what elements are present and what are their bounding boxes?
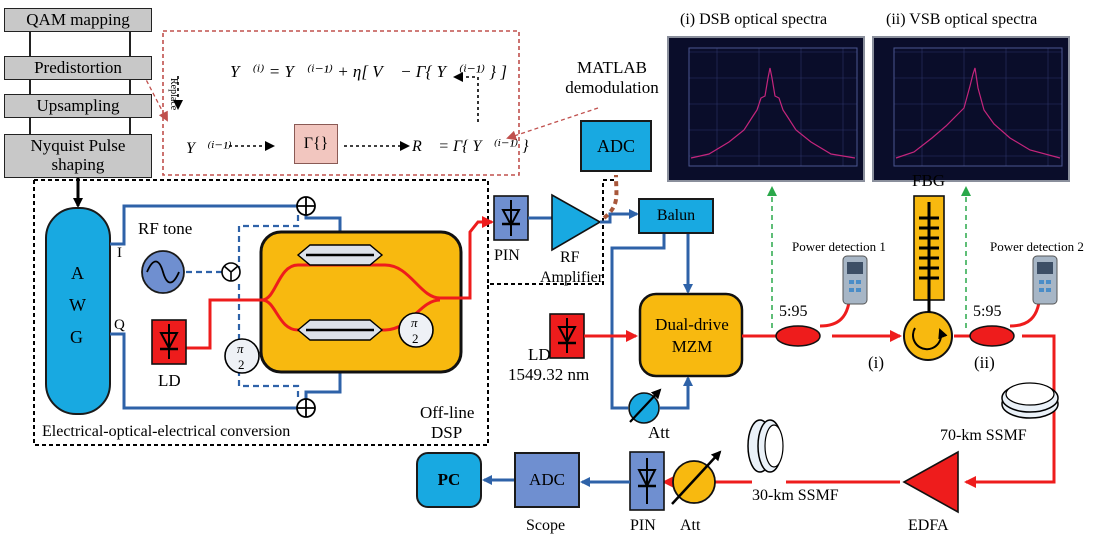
adc-bottom: ADC: [514, 452, 580, 508]
pin-bottom-label: PIN: [630, 517, 656, 534]
nyquist-label: Nyquist Pulse shaping: [30, 136, 126, 174]
fbg-label: FBG: [912, 171, 946, 190]
adc-top-label: ADC: [596, 135, 635, 156]
phase-shift-optical: [398, 312, 434, 348]
input-vector: Y⃗⁽ⁱ⁻¹⁾: [186, 140, 232, 157]
awg-letter-w: W: [69, 295, 86, 315]
feedback-arrow-3: [453, 72, 479, 122]
pin-top-icon: [493, 195, 529, 241]
vsb-trace: [893, 47, 1063, 167]
dsb-spectrum-screen: [667, 36, 865, 182]
mzm-shape: [638, 292, 744, 378]
power-detection-2-label: Power detection 2: [990, 239, 1084, 254]
rf-tone-source: [141, 250, 185, 294]
update-equation: Y⃗⁽ⁱ⁾ = Y⃗⁽ⁱ⁻¹⁾ + η[ V⃗ − Γ{ Y⃗⁽ⁱ⁻¹⁾ } ]: [230, 62, 507, 81]
fbg-icon: [913, 195, 945, 312]
att-mid-label: Att: [648, 423, 670, 442]
point-i-label: (i): [868, 353, 885, 372]
edfa-label: EDFA: [908, 517, 949, 534]
eoe-region-border: [33, 179, 617, 446]
balun-to-mzm-lines: [610, 233, 693, 410]
scope-label: Scope: [526, 517, 566, 534]
amplifier-label: Amplifier: [540, 269, 604, 286]
awg-shape: [45, 207, 111, 415]
mzm-line1: Dual-drive: [655, 315, 729, 334]
point-ii-label: (ii): [974, 353, 995, 372]
ld-left-label: LD: [158, 371, 181, 390]
rf-tone-label: RF tone: [138, 219, 193, 238]
ld-right-icon: [549, 313, 585, 359]
dsb-trace: [688, 47, 858, 167]
ssmf-30-label: 30-km SSMF: [752, 487, 839, 504]
rf-splitter: [221, 262, 241, 282]
coupler-2-shape: [969, 325, 1015, 347]
rf-amplifier-shape: [551, 193, 602, 252]
eoe-caption: Electrical-optical-electrical conversion: [42, 423, 291, 440]
att-bottom-icon: [671, 450, 722, 505]
predistortion-label: Predistortion: [34, 58, 122, 77]
dsp-label: DSP: [431, 423, 463, 442]
circulator-icon: [903, 311, 953, 361]
half-pi-den-optical: 2: [412, 331, 419, 346]
matlab-label: MATLAB demodulation: [565, 58, 659, 98]
awg-port-q: Q: [114, 317, 125, 333]
offline-label: Off-line: [420, 403, 475, 422]
balun: Balun: [638, 198, 714, 234]
edfa-shape: [902, 450, 959, 514]
qam-mapping-label: QAM mapping: [26, 10, 130, 29]
fiber-spool-70km: [1001, 382, 1059, 419]
rf-tone-dashed-lines: [186, 214, 300, 400]
dsp-chain-connectors: [29, 32, 131, 134]
power-meter-2-icon: [1032, 255, 1058, 305]
pin-bottom-icon: [629, 451, 665, 511]
dsp-predistortion: Predistortion: [4, 56, 152, 80]
half-pi-num-rf: π: [237, 341, 244, 356]
amp-to-balun: [600, 209, 639, 224]
coupler-2-label: 5:95: [973, 303, 1002, 320]
gamma-box: Γ{}: [294, 124, 338, 164]
dsp-upsampling: Upsampling: [4, 94, 152, 118]
half-pi-num-optical: π: [411, 315, 418, 330]
feedback-frame: [162, 30, 520, 176]
dsp-nyquist: Nyquist Pulse shaping: [4, 134, 152, 178]
rf-label: RF: [560, 249, 580, 266]
awg-letter-g: G: [70, 327, 83, 347]
ld-wavelength: 1549.32 nm: [508, 365, 590, 384]
awg-port-i: I: [117, 245, 122, 261]
gamma-label: Γ{}: [303, 135, 329, 152]
upsampling-label: Upsampling: [36, 96, 120, 115]
ld-left-icon: [151, 319, 187, 365]
dsp-qam-mapping: QAM mapping: [4, 8, 152, 32]
awg-letter-a: A: [71, 263, 84, 283]
mzm-line2: MZM: [671, 337, 713, 356]
half-pi-den-rf: 2: [238, 357, 245, 372]
pin-top-label: PIN: [494, 247, 520, 264]
adc-bottom-label: ADC: [529, 470, 565, 489]
pc-box: PC: [416, 452, 482, 508]
phase-shift-rf: [224, 338, 260, 374]
output-equation: R⃗ = Γ{ Y⃗⁽ⁱ⁻¹⁾ }: [412, 138, 529, 155]
adc-top: ADC: [580, 120, 652, 172]
power-meter-1-icon: [842, 255, 868, 305]
power-detection-1-label: Power detection 1: [792, 239, 886, 254]
matlab-link: [506, 107, 599, 141]
fiber-spool-30km: [747, 419, 784, 473]
ld-right-label: LD: [528, 345, 551, 364]
att-bottom-label: Att: [680, 517, 701, 534]
adder-top: [296, 196, 316, 216]
vsb-spectrum-screen: [872, 36, 1070, 182]
amp-to-adc-link: [602, 174, 619, 220]
vsb-title: (ii) VSB optical spectra: [886, 11, 1038, 28]
coupler-1-shape: [775, 325, 821, 347]
replace-label: Replace: [168, 78, 179, 111]
att-mid-icon: [628, 388, 662, 424]
ssmf-70-label: 70-km SSMF: [940, 427, 1027, 444]
coupler-1-label: 5:95: [779, 303, 808, 320]
pc-label: PC: [437, 470, 461, 489]
dsb-title: (i) DSB optical spectra: [680, 11, 828, 28]
balun-label: Balun: [656, 207, 696, 224]
adder-bottom: [296, 398, 316, 418]
